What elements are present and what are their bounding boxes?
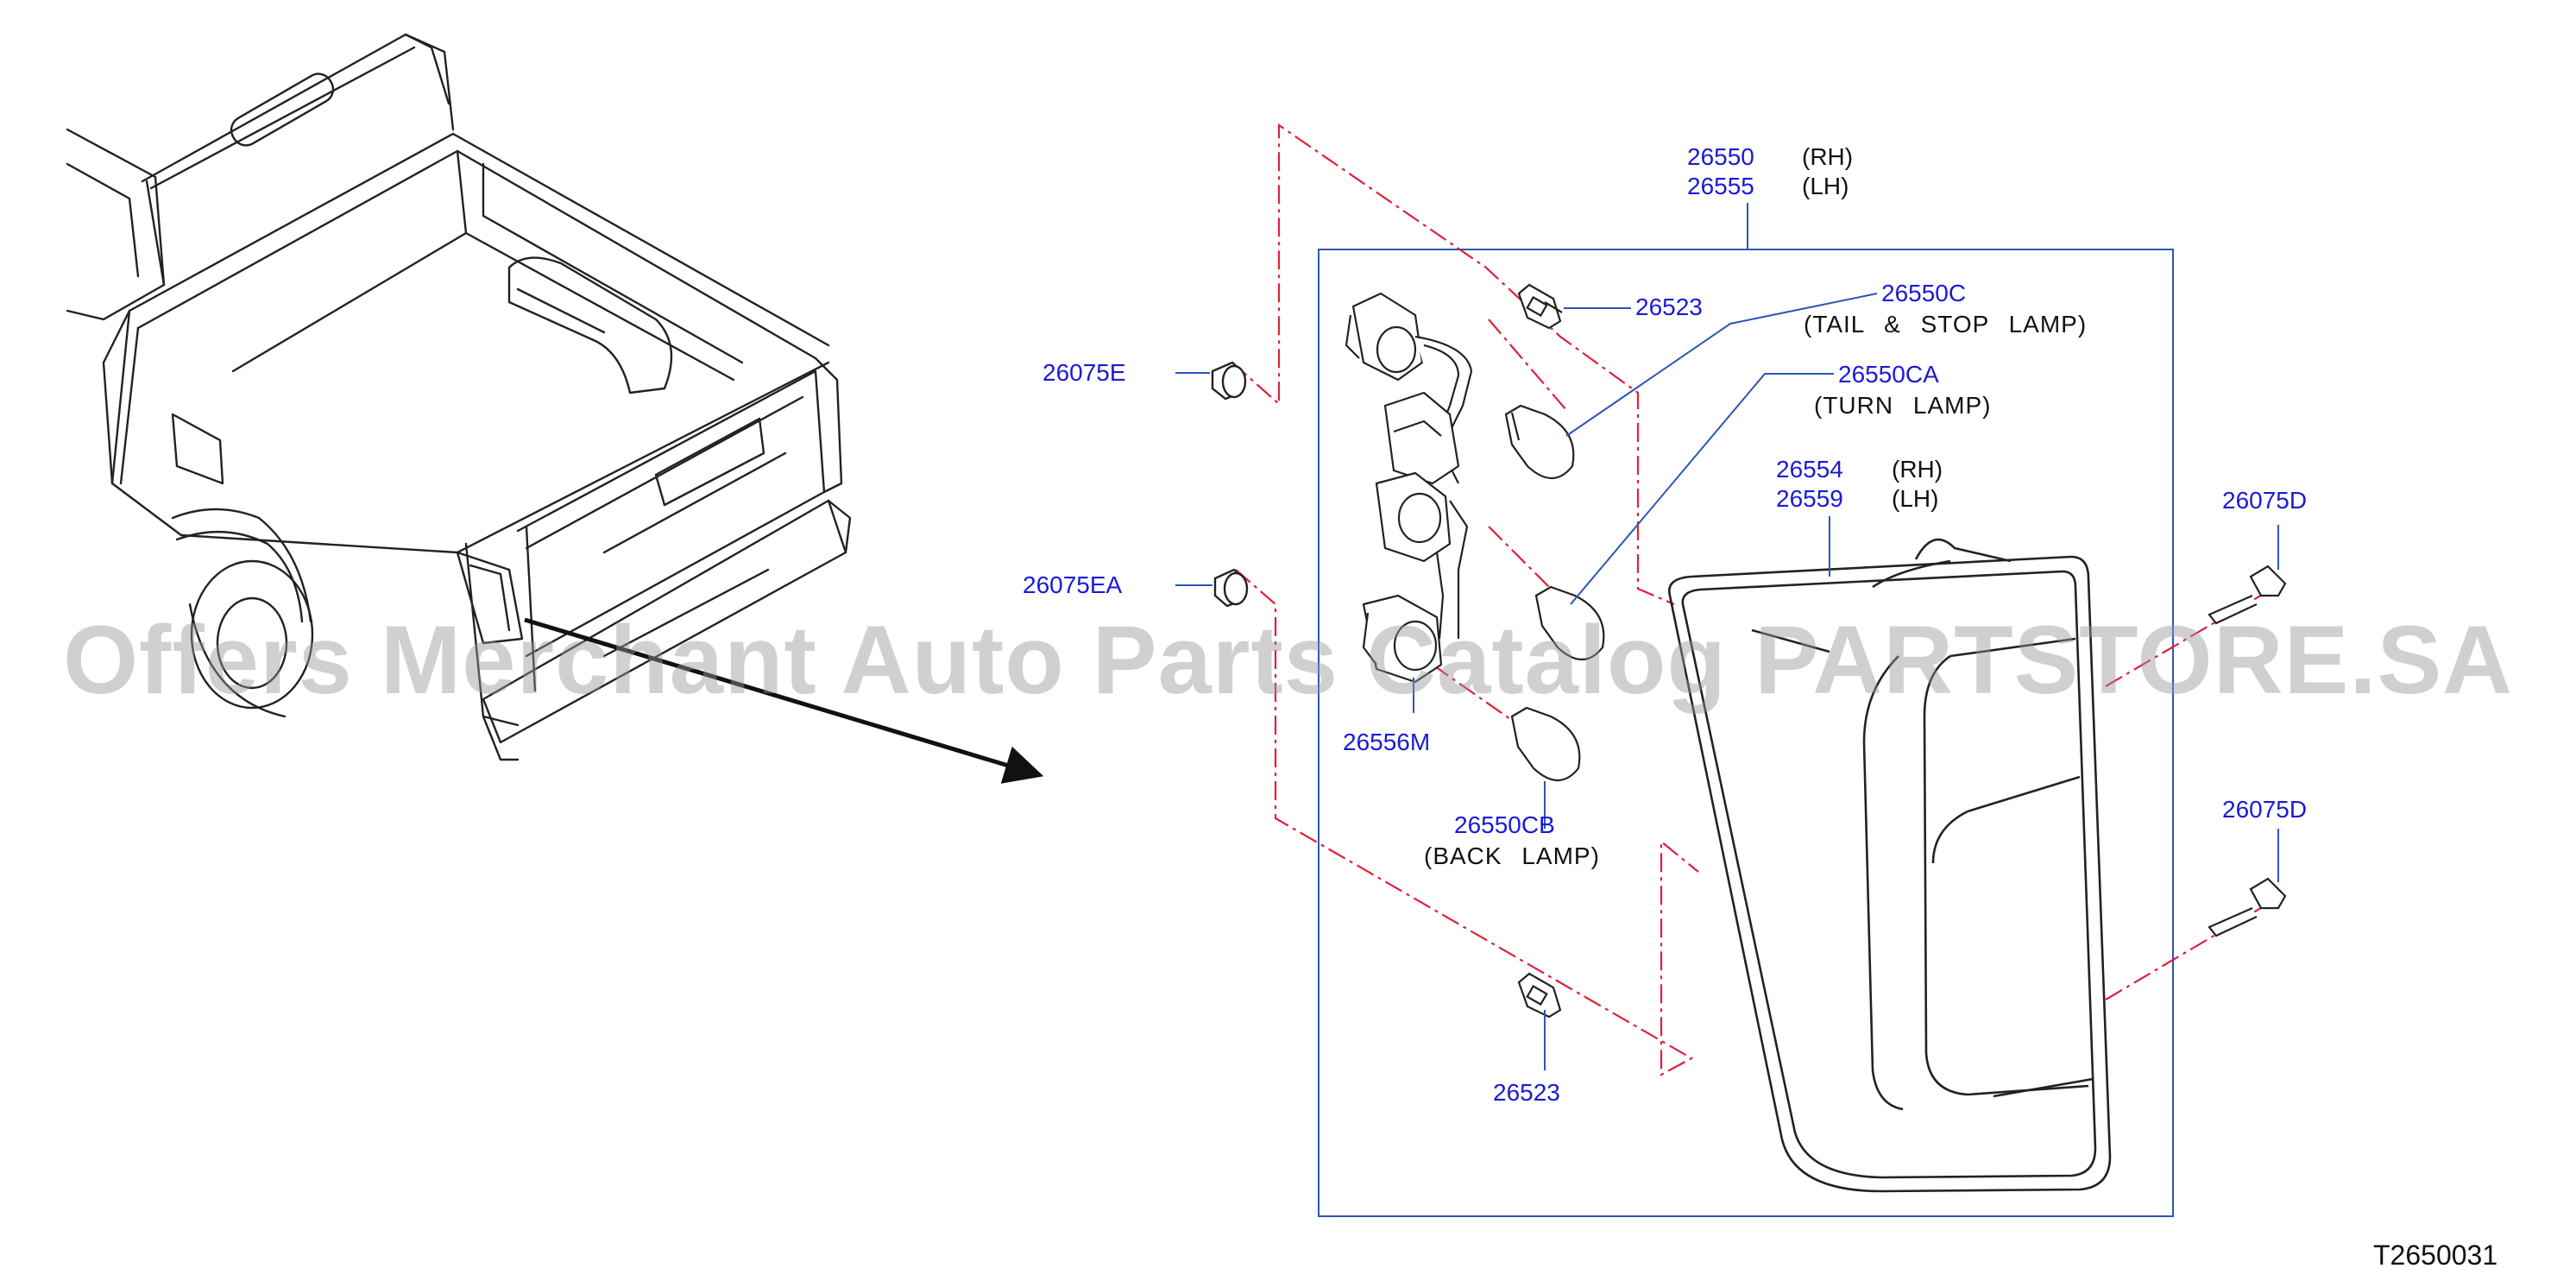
label-26075EA: 26075EA: [1023, 571, 1123, 598]
bulb-26550CA: [1534, 585, 1605, 660]
label-26523-top: 26523: [1635, 293, 1703, 320]
label-26554-side: (RH): [1892, 456, 1943, 483]
label-26556M: 26556M: [1343, 729, 1431, 755]
label-26550C-desc: (TAIL & STOP LAMP): [1804, 311, 2088, 338]
grommet-26075E: [1211, 361, 1247, 401]
assembly-frame: [1318, 249, 2174, 1217]
clip-26523-bottom: [1517, 972, 1562, 1019]
label-26559-side: (LH): [1892, 485, 1939, 512]
grommet-26075EA: [1213, 568, 1249, 608]
zoom-arrow: [524, 617, 1044, 784]
label-26075D-bottom: 26075D: [2222, 796, 2308, 823]
diagram-code: T2650031: [2373, 1240, 2498, 1271]
socket-harness-26556M: [1345, 292, 1473, 684]
bulb-26550CB: [1510, 706, 1581, 781]
label-26523-bottom: 26523: [1493, 1079, 1560, 1106]
lamp-housing: [1668, 538, 2112, 1193]
label-26555-side: (LH): [1802, 173, 1849, 199]
label-26550CB-desc: (BACK LAMP): [1424, 842, 1600, 869]
label-26075D-top: 26075D: [2222, 487, 2308, 514]
label-26559: 26559: [1776, 485, 1843, 512]
label-26550CB: 26550CB: [1454, 811, 1555, 838]
screw-26075D-bottom: [2208, 877, 2287, 937]
label-26555: 26555: [1687, 173, 1754, 199]
bulb-26550C: [1504, 404, 1575, 479]
label-26550-side: (RH): [1802, 143, 1854, 170]
callout-leaders: [1175, 293, 2279, 1070]
screw-26075D-top: [2208, 565, 2287, 625]
label-26075E: 26075E: [1042, 359, 1126, 386]
label-26550CA-desc: (TURN LAMP): [1814, 392, 1992, 419]
label-26550CA: 26550CA: [1838, 361, 1939, 388]
truck-illustration: [66, 33, 852, 761]
clip-26523-top: [1517, 283, 1563, 330]
label-26550: 26550: [1687, 143, 1754, 170]
label-26554: 26554: [1776, 456, 1843, 483]
label-26550C: 26550C: [1881, 280, 1967, 306]
